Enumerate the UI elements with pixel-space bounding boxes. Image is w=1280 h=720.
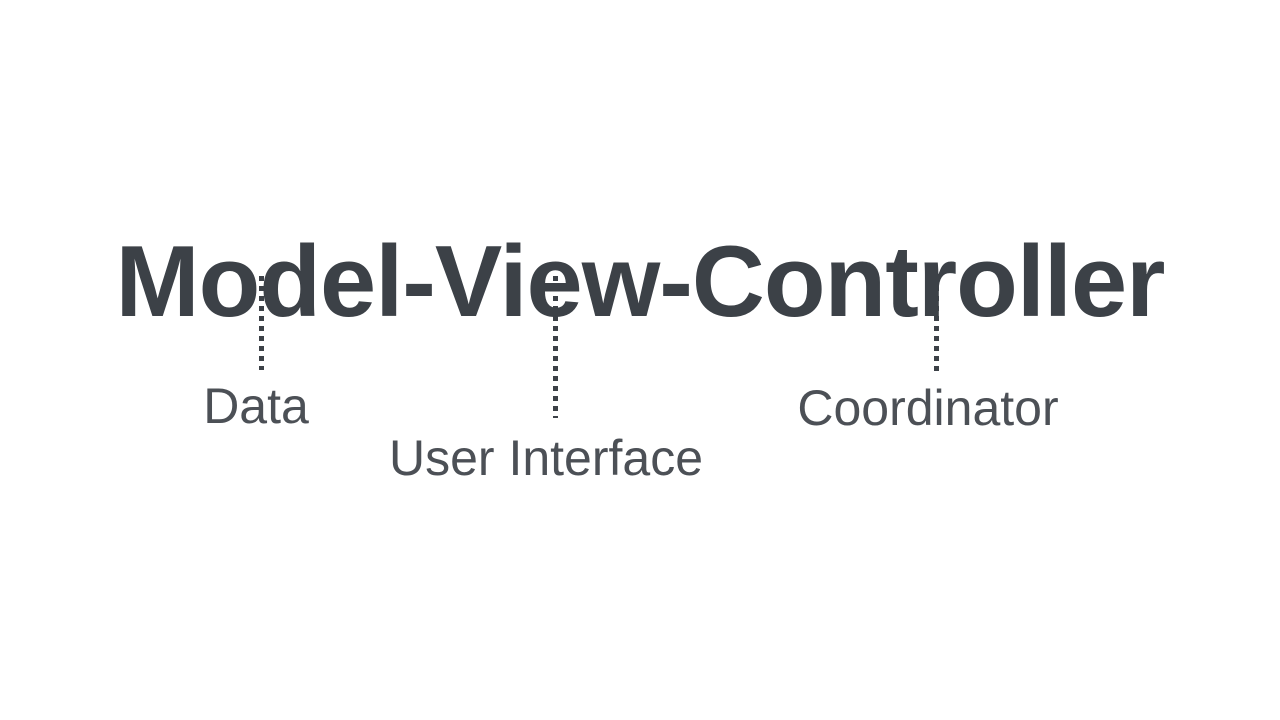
diagram-title: Model-View-Controller (115, 225, 1166, 338)
annotation-label-view: User Interface (388, 430, 704, 486)
dotted-connector-model (259, 276, 264, 370)
dotted-connector-controller (934, 276, 939, 372)
annotation-label-controller: Coordinator (797, 380, 1059, 436)
annotation-label-model: Data (203, 378, 309, 434)
dotted-connector-view (553, 276, 558, 418)
